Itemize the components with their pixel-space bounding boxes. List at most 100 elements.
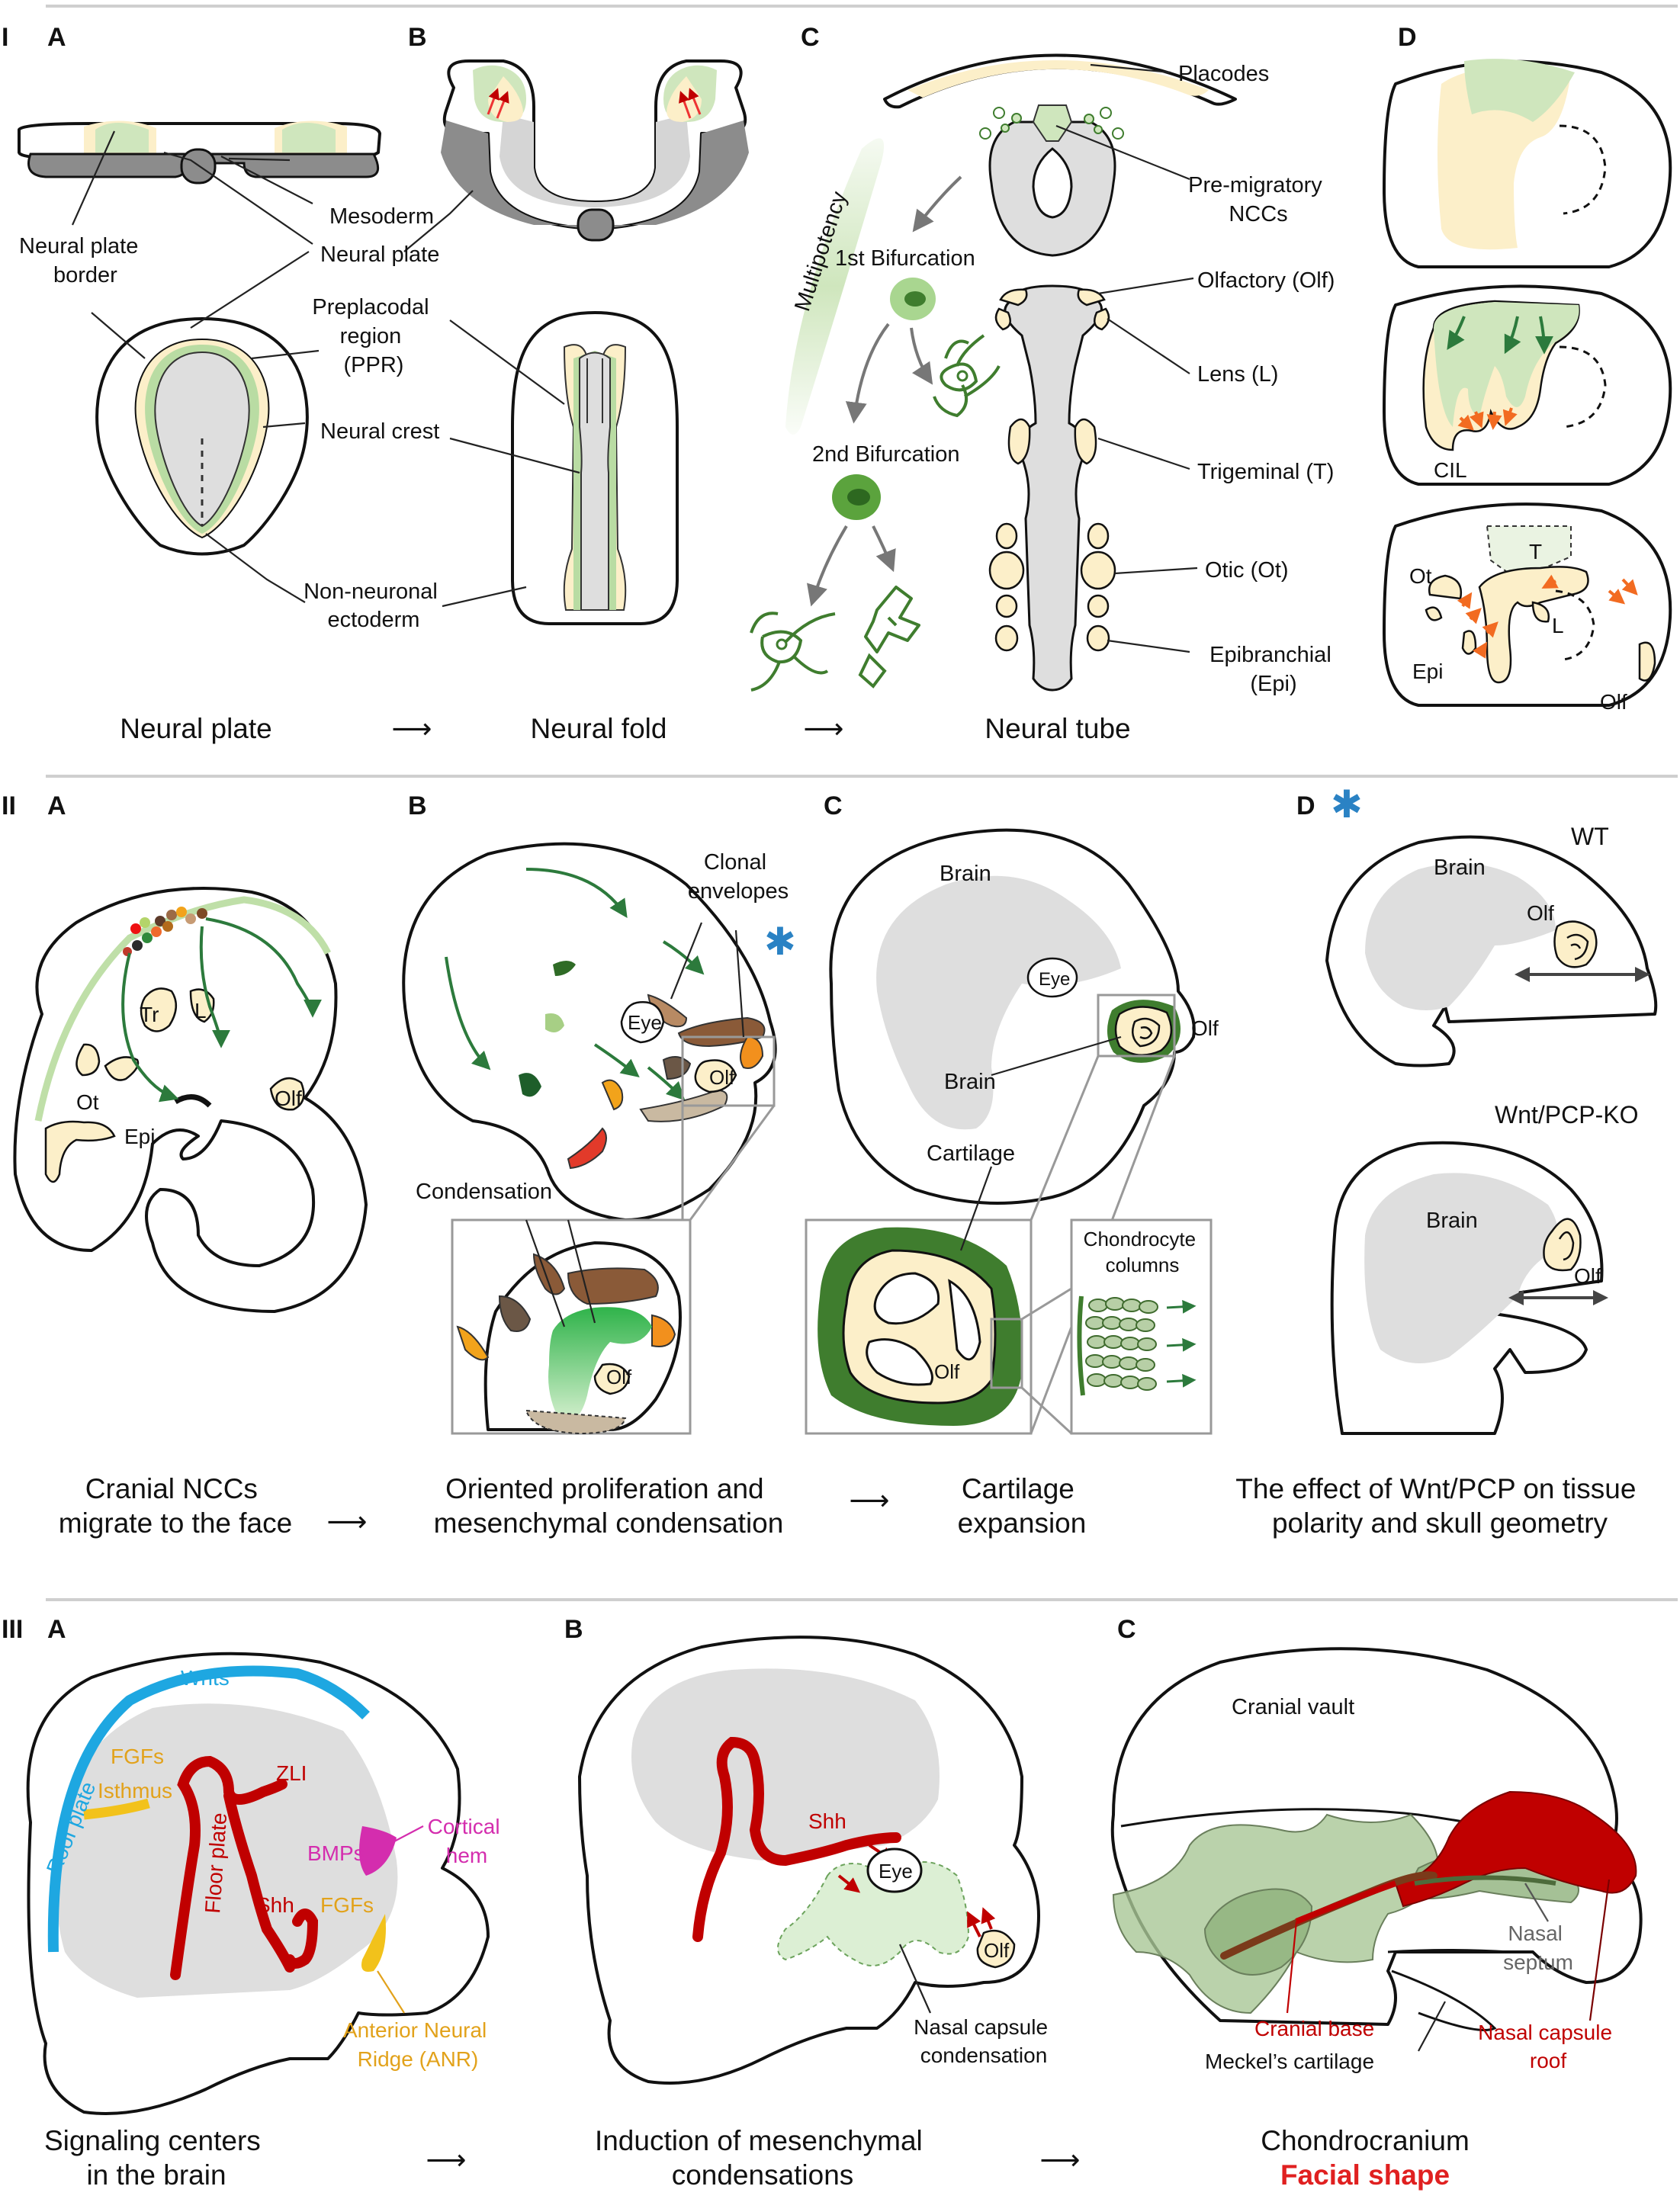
- multipotency-lineage: Multipotency 1st Bifurcation 2nd Bifurca…: [750, 138, 1001, 692]
- caption-signaling-centers: Signaling centers in the brain: [44, 2125, 268, 2191]
- label-b-olf: Olf: [984, 1939, 1010, 1962]
- panel-letter: B: [564, 1615, 583, 1644]
- caption-facial-shape: Facial shape: [1280, 2159, 1450, 2191]
- label-non-neuronal-ectoderm: Non-neuronal ectoderm: [304, 579, 444, 632]
- panel-letter: A: [47, 1615, 66, 1644]
- label-b-eye: Eye: [879, 1860, 913, 1883]
- label-d-olf: Olf: [1600, 690, 1627, 714]
- panel-letter: B: [408, 23, 427, 52]
- label-d-epi: Epi: [1412, 660, 1443, 683]
- chondrocyte-cells: [1085, 1297, 1158, 1391]
- row-2: II A B C D ✱: [2, 782, 1658, 1539]
- asterisk-icon: ✱: [764, 920, 796, 964]
- panel-letter: C: [801, 23, 820, 52]
- panel-letter: C: [824, 791, 843, 820]
- label-mesoderm: Mesoderm: [329, 204, 434, 229]
- neural-plate-cross-section: [18, 120, 381, 185]
- label-tr: Tr: [140, 1003, 159, 1026]
- label-wt-brain: Brain: [1434, 856, 1486, 880]
- label-c-olf: Olf: [1191, 1016, 1219, 1040]
- caption-wnt-pcp-effect: The effect of Wnt/PCP on tissue polarity…: [1235, 1473, 1643, 1539]
- label-d-t: T: [1529, 540, 1542, 563]
- label-ko-olf: Olf: [1574, 1264, 1601, 1288]
- caption-chondrocranium: Chondrocranium: [1261, 2125, 1470, 2156]
- label-brain: Brain: [944, 1070, 996, 1094]
- label-ko-brain: Brain: [1426, 1209, 1478, 1233]
- caption-arrow: ⟶: [391, 713, 432, 744]
- label-placodes: Placodes: [1178, 62, 1269, 86]
- panel-letter: D: [1296, 791, 1315, 820]
- label-cortical-hem: Cortical hem: [428, 1815, 506, 1867]
- label-olf: Olf: [275, 1087, 302, 1110]
- label-nasal-capsule-roof: Nasal capsule roof: [1478, 2021, 1618, 2072]
- label-b-olf: Olf: [709, 1066, 735, 1089]
- signaling-centers-head: Roof plate Wnts FGFs Isthmus Floor plate…: [26, 1652, 506, 2115]
- label-ko: Wnt/PCP-KO: [1495, 1101, 1638, 1128]
- label-chondrocyte-columns: Chondrocyte columns: [1084, 1228, 1202, 1276]
- caption-neural-tube: Neural tube: [985, 713, 1130, 744]
- neural-plate-top-view: [95, 317, 309, 556]
- label-first-bifurcation: 1st Bifurcation: [835, 246, 975, 271]
- label-d-ot: Ot: [1409, 564, 1432, 588]
- caption-neural-fold: Neural fold: [531, 713, 667, 744]
- label-anr: Anterior Neural Ridge (ANR): [343, 2018, 493, 2071]
- caption-arrow: ⟶: [1039, 2144, 1080, 2175]
- panel-letter: A: [47, 791, 66, 820]
- label-condensation: Condensation: [416, 1180, 552, 1204]
- row1c-leader-lines: [1055, 63, 1198, 653]
- label-l: L: [194, 999, 207, 1022]
- neural-tube-top-view: [988, 284, 1116, 692]
- caption-cartilage-expansion: Cartilage expansion: [958, 1473, 1087, 1539]
- clonal-proliferation-head: Eye Olf Clonal envelopes ✱ Olf: [402, 842, 796, 1435]
- label-d-l: L: [1552, 614, 1564, 637]
- embryo-head-migration: Tr L Olf Ot Epi: [13, 887, 368, 1313]
- label-c-eye: Eye: [1039, 969, 1070, 990]
- label-b-shh: Shh: [808, 1809, 846, 1833]
- label-trigeminal: Trigeminal (T): [1197, 460, 1334, 484]
- label-second-bifurcation: 2nd Bifurcation: [812, 442, 959, 467]
- row-3: III A B C Roof plate Wnts FGFs Isthmus F…: [2, 1615, 1643, 2191]
- caption-arrow: ⟶: [849, 1485, 889, 1516]
- label-neural-crest: Neural crest: [320, 419, 439, 444]
- panel-letter: A: [47, 23, 66, 52]
- label-zli: ZLI: [276, 1761, 307, 1785]
- label-nasal-septum: Nasal septum: [1503, 1921, 1573, 1974]
- caption-cranial-nccs: Cranial NCCs migrate to the face: [59, 1473, 292, 1539]
- label-wt-olf: Olf: [1527, 901, 1554, 925]
- chondrocranium-head: Cranial vault Nasal septum Cranial base …: [1110, 1647, 1643, 2073]
- placode-heads: CIL Ot T L Epi Olf: [1383, 59, 1672, 714]
- label-neural-plate-border: Neural plate border: [19, 234, 144, 287]
- label-pre-migratory-nccs: Pre-migratory NCCs: [1188, 173, 1328, 226]
- label-a-shh: Shh: [256, 1893, 294, 1917]
- caption-induction: Induction of mesenchymal condensations: [595, 2125, 930, 2191]
- label-otic: Otic (Ot): [1205, 558, 1289, 583]
- label-fgfs-bottom: FGFs: [320, 1893, 374, 1917]
- neural-fold-top-view: [511, 311, 679, 625]
- label-epi: Epi: [124, 1125, 155, 1148]
- label-cil: CIL: [1434, 458, 1467, 482]
- caption-arrow: ⟶: [803, 713, 843, 744]
- caption-oriented-proliferation: Oriented proliferation and mesenchymal c…: [434, 1473, 784, 1539]
- label-inset-c-olf: Olf: [934, 1360, 960, 1383]
- panel-letter: D: [1398, 23, 1417, 52]
- row1-leader-lines: [71, 130, 580, 608]
- neural-fold-cross-section: [441, 59, 749, 242]
- label-cranial-base: Cranial base: [1254, 2017, 1374, 2040]
- cartilage-expansion-head: Eye Olf Brain Brain Olf Cartilage: [805, 828, 1219, 1435]
- caption-arrow: ⟶: [426, 2144, 466, 2175]
- panel-letter: C: [1117, 1615, 1136, 1644]
- row-1: I A B C D: [2, 23, 1672, 744]
- label-cartilage: Cartilage: [927, 1141, 1015, 1166]
- label-epibranchial: Epibranchial (Epi): [1209, 643, 1338, 696]
- label-eye: Eye: [628, 1011, 662, 1034]
- label-wt: WT: [1571, 823, 1609, 850]
- row-numeral: III: [2, 1615, 23, 1644]
- caption-neural-plate: Neural plate: [120, 713, 272, 744]
- label-neural-plate: Neural plate: [320, 242, 439, 267]
- panel-letter: B: [408, 791, 427, 820]
- label-cranial-vault: Cranial vault: [1232, 1695, 1354, 1719]
- label-ppr: Preplacodal region (PPR): [312, 295, 435, 377]
- row-numeral: II: [2, 791, 16, 820]
- row-numeral: I: [2, 23, 8, 52]
